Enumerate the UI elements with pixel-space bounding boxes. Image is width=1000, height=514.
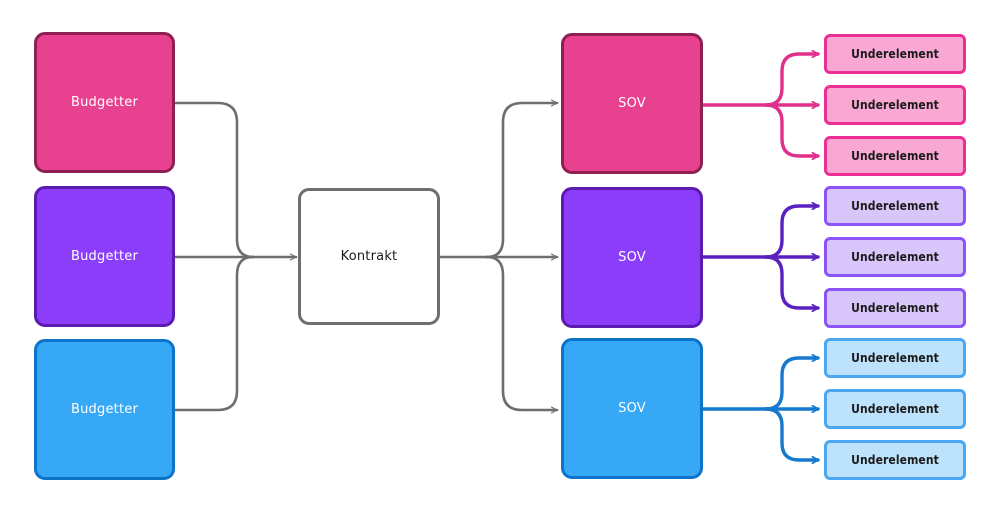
wire-budget-pink-to-trunk bbox=[173, 101, 255, 259]
underelement-node[interactable]: Underelement bbox=[824, 136, 966, 176]
underelement-node-label: Underelement bbox=[851, 250, 939, 264]
underelement-node[interactable]: Underelement bbox=[824, 338, 966, 378]
underelement-node-label: Underelement bbox=[851, 199, 939, 213]
underelement-node-label: Underelement bbox=[851, 402, 939, 416]
underelement-node[interactable]: Underelement bbox=[824, 389, 966, 429]
budget-node-label: Budgetter bbox=[71, 402, 138, 417]
wire-sov-blue-to-leaf-1 bbox=[764, 358, 820, 411]
wire-sov-blue-to-leaf-3 bbox=[764, 407, 820, 460]
sov-node-label: SOV bbox=[618, 401, 646, 416]
underelement-node[interactable]: Underelement bbox=[824, 440, 966, 480]
underelement-node[interactable]: Underelement bbox=[824, 85, 966, 125]
underelement-node-label: Underelement bbox=[851, 453, 939, 467]
underelement-node[interactable]: Underelement bbox=[824, 288, 966, 328]
underelement-node-label: Underelement bbox=[851, 149, 939, 163]
budget-node-label: Budgetter bbox=[71, 95, 138, 110]
sov-node-purple[interactable]: SOV bbox=[561, 187, 703, 328]
budget-node-blue[interactable]: Budgetter bbox=[34, 339, 175, 480]
wire-budget-blue-to-trunk bbox=[173, 255, 255, 412]
budget-node-pink[interactable]: Budgetter bbox=[34, 32, 175, 173]
sov-node-blue[interactable]: SOV bbox=[561, 338, 703, 479]
budget-node-label: Budgetter bbox=[71, 249, 138, 264]
budget-node-purple[interactable]: Budgetter bbox=[34, 186, 175, 327]
underelement-node[interactable]: Underelement bbox=[824, 186, 966, 226]
contract-node[interactable]: Kontrakt bbox=[298, 188, 440, 325]
underelement-node-label: Underelement bbox=[851, 47, 939, 61]
wire-contract-to-sov-pink bbox=[485, 99, 559, 259]
underelement-node[interactable]: Underelement bbox=[824, 237, 966, 277]
wire-sov-purple-to-leaf-3 bbox=[764, 255, 820, 308]
contract-node-label: Kontrakt bbox=[340, 249, 398, 264]
wire-sov-pink-to-leaf-1 bbox=[764, 54, 820, 107]
underelement-node-label: Underelement bbox=[851, 301, 939, 315]
sov-node-label: SOV bbox=[618, 250, 646, 265]
wire-contract-to-sov-blue bbox=[485, 255, 559, 414]
underelement-node[interactable]: Underelement bbox=[824, 34, 966, 74]
wire-sov-purple-to-leaf-1 bbox=[764, 206, 820, 259]
underelement-node-label: Underelement bbox=[851, 98, 939, 112]
wire-sov-pink-to-leaf-3 bbox=[764, 103, 820, 156]
sov-node-pink[interactable]: SOV bbox=[561, 33, 703, 174]
underelement-node-label: Underelement bbox=[851, 351, 939, 365]
sov-node-label: SOV bbox=[618, 96, 646, 111]
